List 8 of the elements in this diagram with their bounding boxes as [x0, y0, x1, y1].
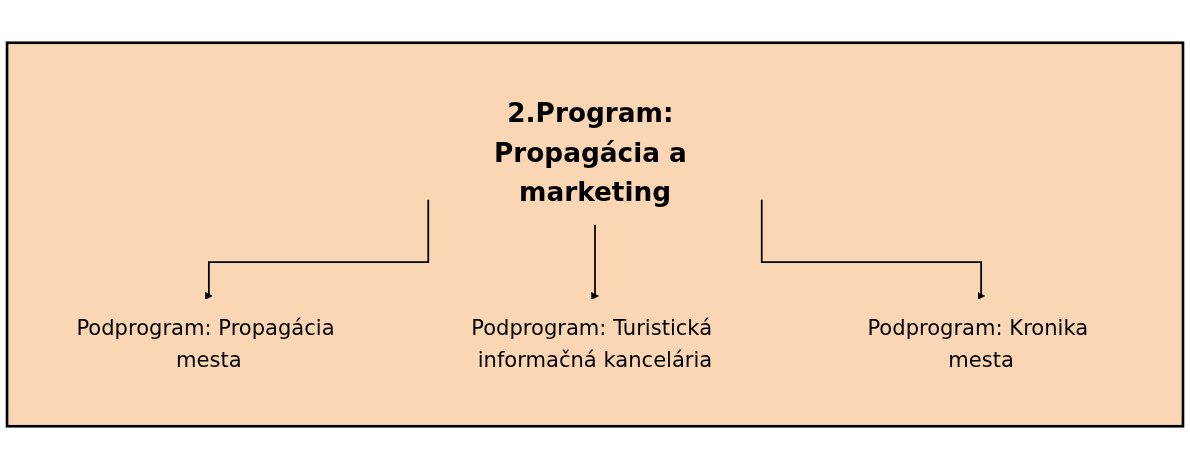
arrow	[760, 198, 985, 300]
arrow	[205, 198, 430, 300]
node-text: Podprogram: Propagácia mesta	[76, 316, 335, 373]
node-text: 2.Program: Propagácia a marketing	[493, 97, 687, 208]
cluster	[5, 41, 1185, 428]
node-text: Podprogram: Turistická informačná kancelária	[471, 316, 713, 373]
arrow	[591, 223, 599, 300]
node-text: Podprogram: Kronika mesta	[867, 316, 1089, 373]
